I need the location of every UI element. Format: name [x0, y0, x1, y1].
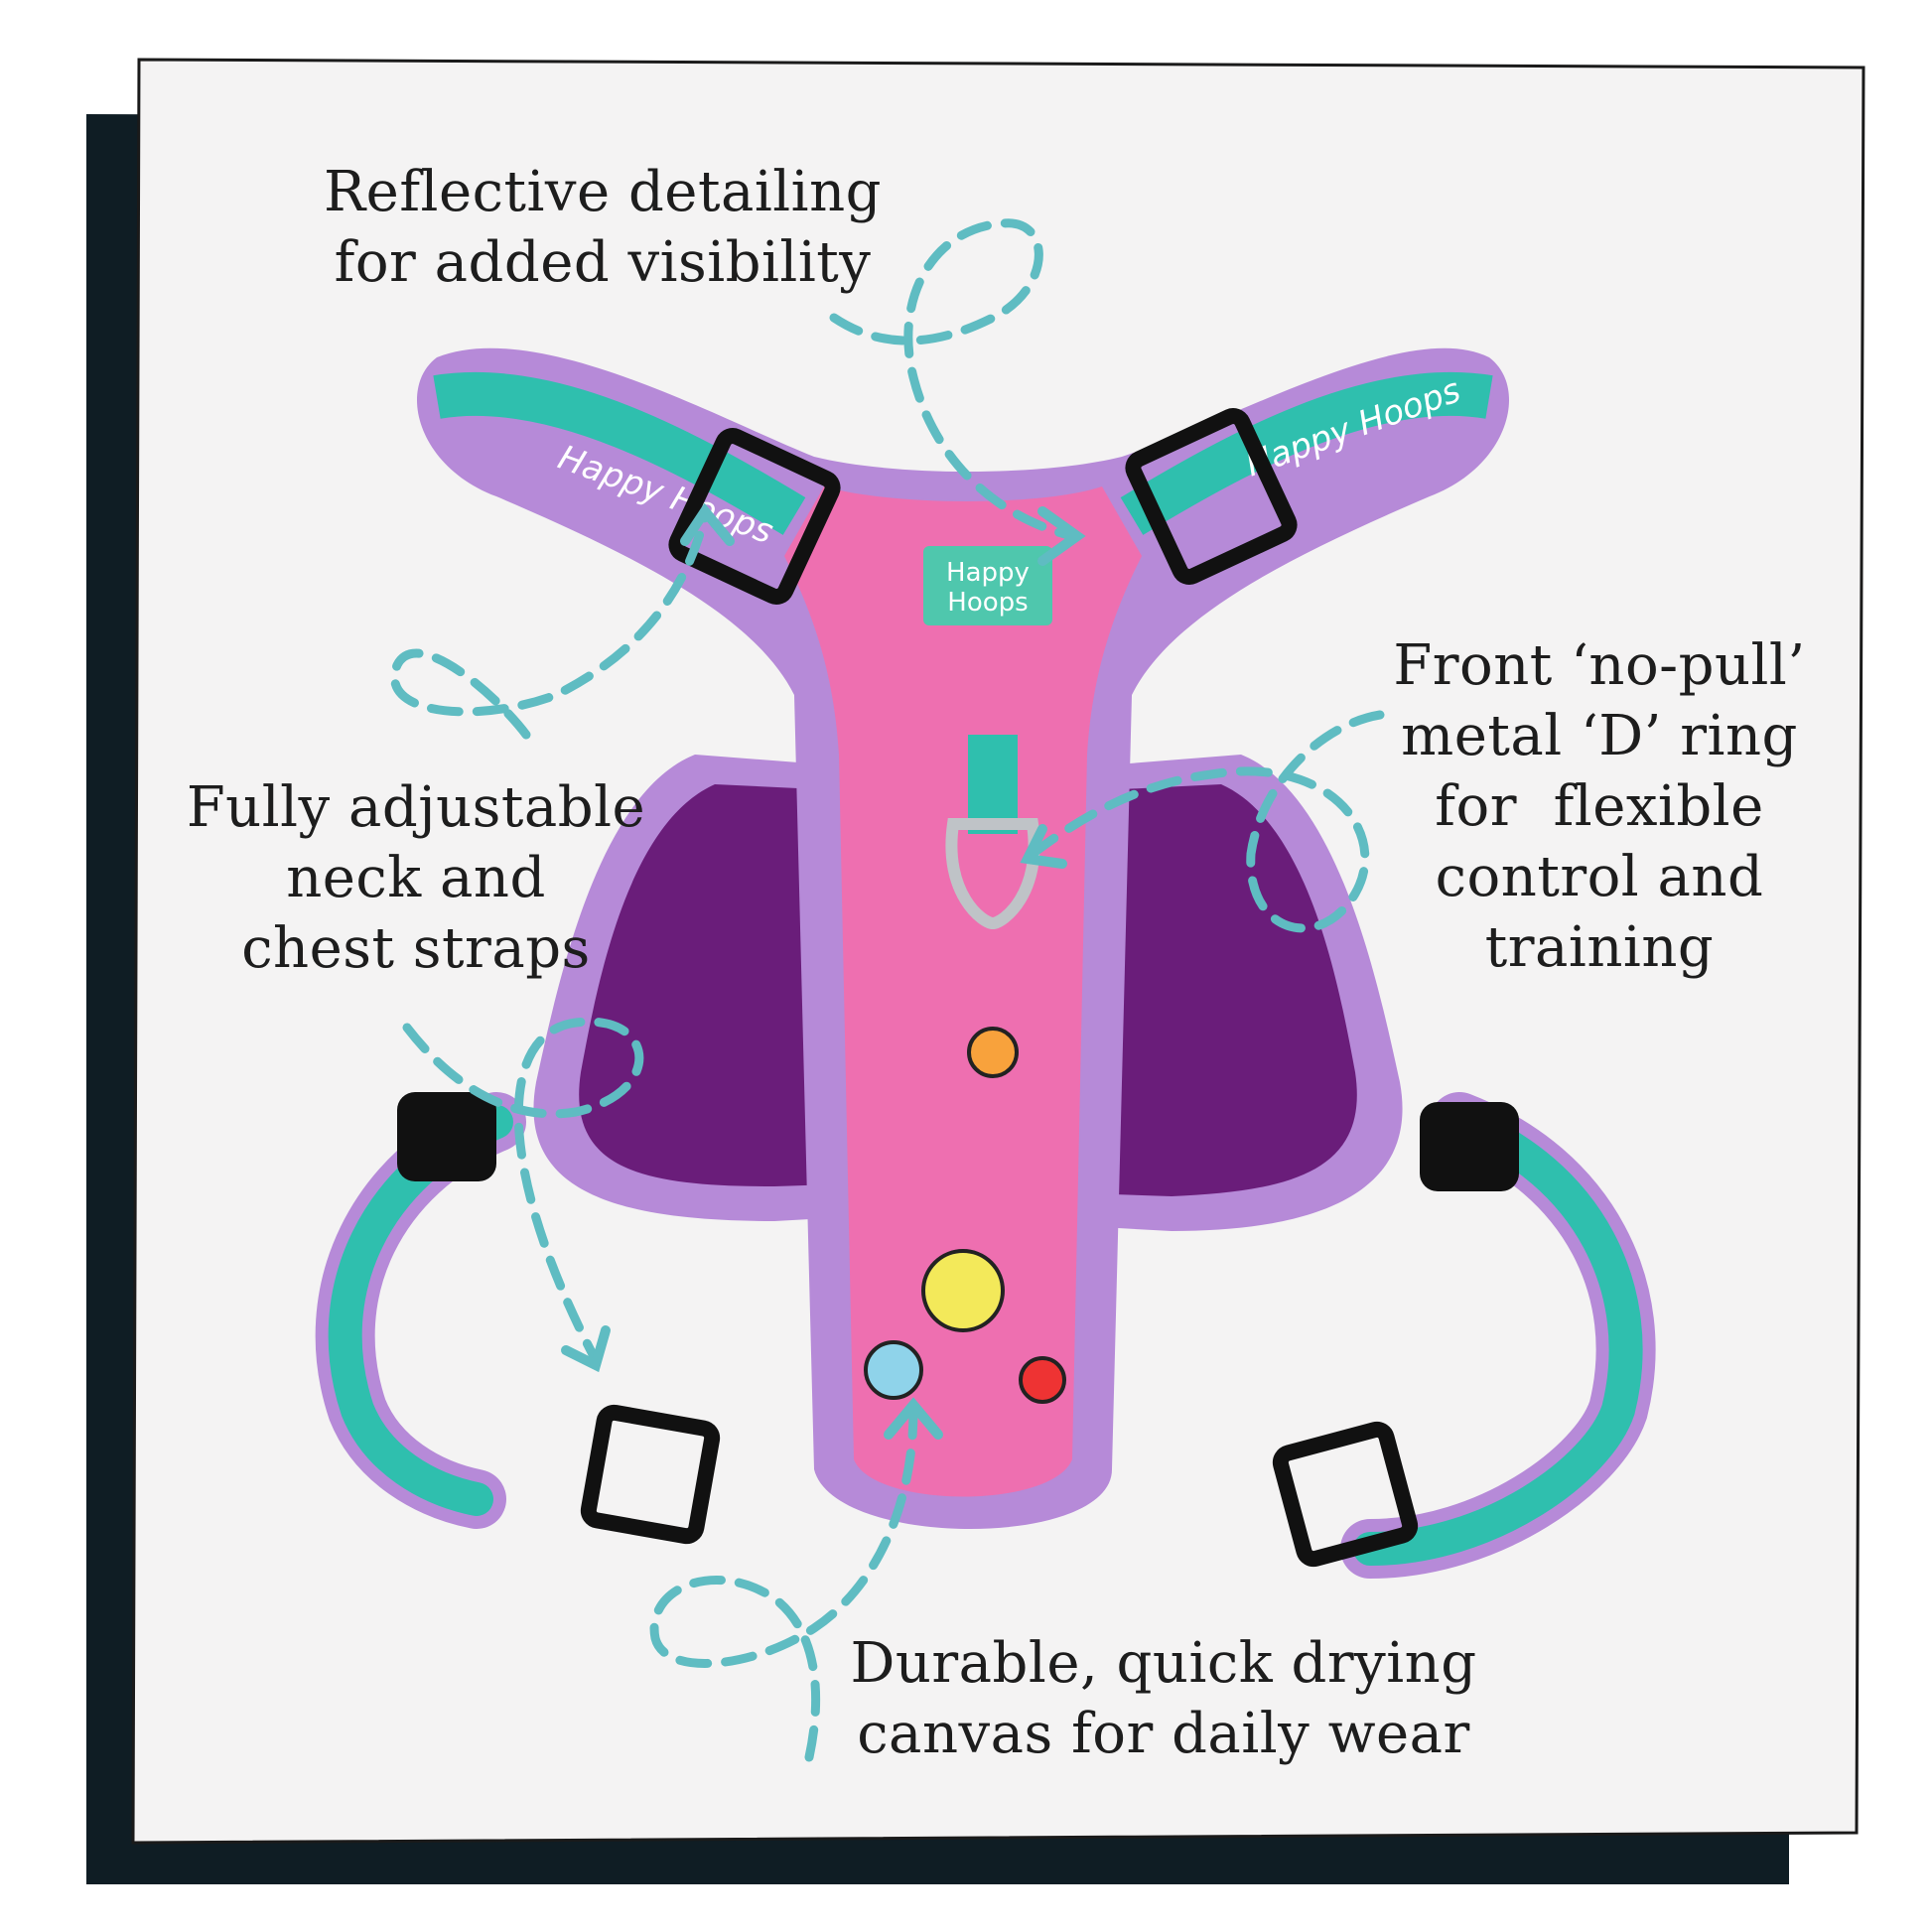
- arrow-heads: [561, 502, 1086, 1440]
- callout-line: Front ‘no-pull’: [1393, 633, 1806, 698]
- callout-adjustable-straps: Fully adjustable neck and chest straps: [187, 772, 645, 984]
- arrow-adjustable-bottom: [402, 1017, 644, 1365]
- arrow-adjustable-top: [390, 511, 710, 740]
- callout-line: control and: [1435, 845, 1764, 909]
- callout-line: training: [1484, 915, 1715, 980]
- callout-line: Durable, quick drying: [850, 1631, 1477, 1696]
- callout-line: metal ‘D’ ring: [1401, 704, 1798, 768]
- callout-line: for added visibility: [334, 230, 872, 295]
- callout-line: for flexible: [1435, 774, 1764, 839]
- dashed-arrows: [390, 218, 1385, 1762]
- arrow-dring: [1028, 710, 1385, 933]
- brand-label-line2: Hoops: [947, 588, 1028, 618]
- callout-line: Reflective detailing: [324, 160, 882, 224]
- arrow-reflective: [829, 218, 1077, 541]
- brand-label-line1: Happy: [946, 558, 1030, 588]
- d-ring: [945, 818, 1040, 930]
- callout-line: Fully adjustable: [186, 775, 646, 840]
- arrow-canvas: [649, 1405, 918, 1762]
- callout-d-ring: Front ‘no-pull’ metal ‘D’ ring for flexi…: [1393, 630, 1805, 983]
- callout-line: chest straps: [241, 916, 591, 981]
- callout-line: neck and: [286, 846, 546, 910]
- harness-illustration: Happy Hoops Happy Hoops Happy Hoops: [315, 347, 1656, 1579]
- callout-line: canvas for daily wear: [857, 1702, 1470, 1766]
- brand-label: [923, 546, 1052, 625]
- callout-durable-canvas: Durable, quick drying canvas for daily w…: [850, 1628, 1476, 1769]
- callout-reflective-detailing: Reflective detailing for added visibilit…: [324, 157, 882, 298]
